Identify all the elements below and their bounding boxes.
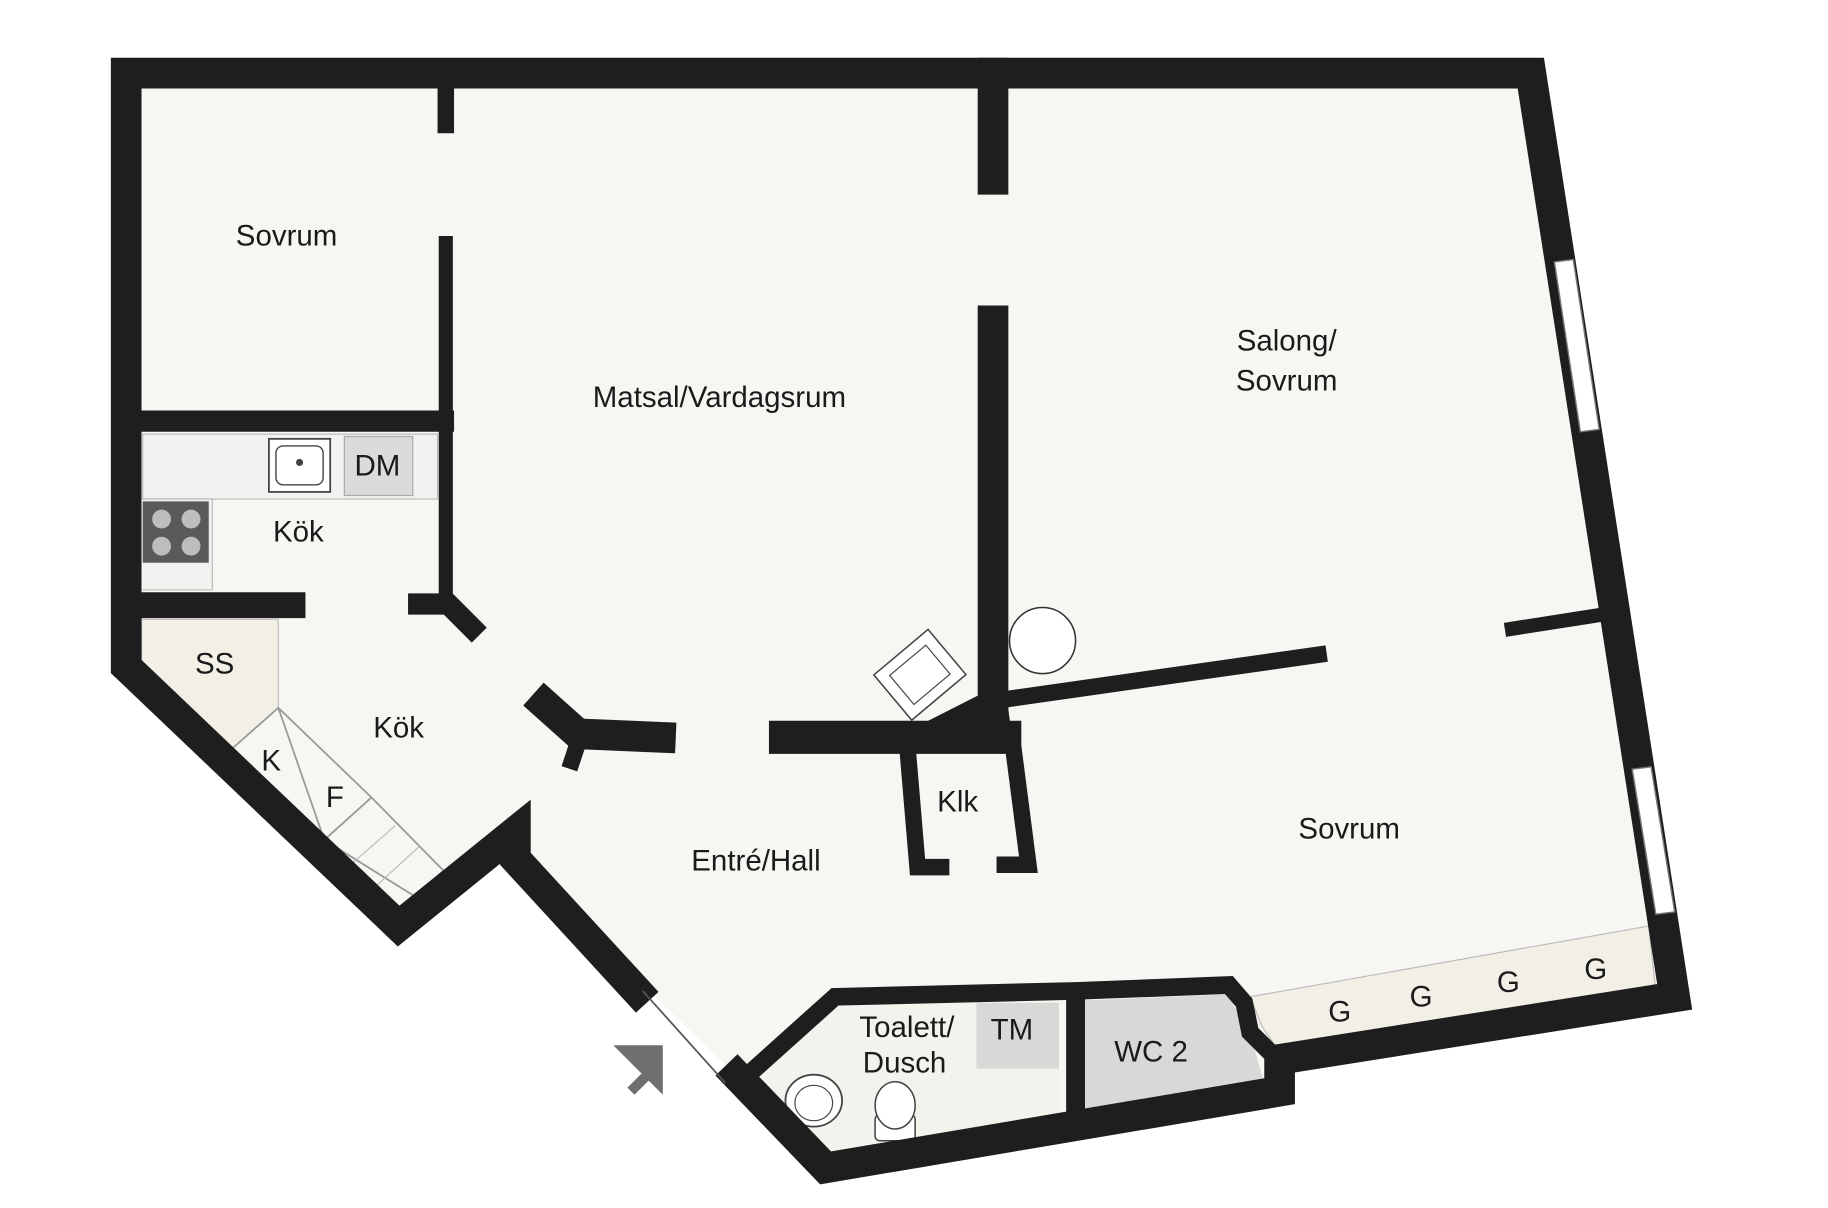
room-label-tm: TM bbox=[991, 1013, 1034, 1046]
interior-walls bbox=[120, 57, 1603, 1128]
stove-icon bbox=[142, 501, 209, 563]
f-shelf bbox=[376, 846, 420, 886]
washbasin-icon bbox=[784, 1073, 843, 1128]
room-label-sovrum-top: Sovrum bbox=[236, 219, 338, 252]
entrance-arrow-icon bbox=[613, 1045, 663, 1095]
room-label-toalett-2: Dusch bbox=[863, 1046, 947, 1079]
outer-wall bbox=[110, 57, 1693, 1185]
room-label-k: K bbox=[261, 744, 281, 777]
room-label-salong-2: Sovrum bbox=[1236, 364, 1338, 397]
room-label-kok-lower: Kök bbox=[373, 711, 424, 744]
fireplace bbox=[872, 628, 968, 722]
kf-divider bbox=[277, 707, 326, 841]
entrance-door-line bbox=[642, 990, 726, 1084]
room-label-matsal: Matsal/Vardagsrum bbox=[593, 381, 846, 414]
wardrobe-label: G bbox=[1497, 966, 1520, 999]
tm-laundry bbox=[976, 1002, 1060, 1069]
room-label-wc2: WC 2 bbox=[1114, 1036, 1188, 1069]
kitchen-sink-icon bbox=[268, 437, 332, 493]
room-label-entre: Entré/Hall bbox=[691, 845, 820, 878]
wc2-room bbox=[1085, 994, 1265, 1109]
room-label-salong-1: Salong/ bbox=[1237, 324, 1338, 357]
room-label-kok-upper: Kök bbox=[273, 515, 324, 548]
dishwasher bbox=[343, 435, 414, 497]
room-label-dm: DM bbox=[354, 449, 400, 482]
wardrobe-label: G bbox=[1410, 980, 1433, 1013]
round-stove bbox=[1008, 606, 1077, 675]
floor-area bbox=[126, 73, 1675, 1168]
room-label-toalett-1: Toalett/ bbox=[859, 1011, 955, 1044]
room-label-sovrum-bottom: Sovrum bbox=[1298, 813, 1400, 846]
room-label-ss: SS bbox=[195, 648, 234, 681]
window-right-upper bbox=[1553, 258, 1601, 433]
room-label-f: F bbox=[326, 781, 344, 814]
f-shelf bbox=[347, 825, 396, 868]
window-right-lower bbox=[1631, 766, 1676, 916]
wardrobe-label: G bbox=[1328, 996, 1351, 1029]
f-shelf bbox=[323, 796, 373, 841]
toilet-icon bbox=[874, 1081, 916, 1142]
room-label-klk: Klk bbox=[937, 786, 978, 819]
wardrobe-label: G bbox=[1584, 953, 1607, 986]
